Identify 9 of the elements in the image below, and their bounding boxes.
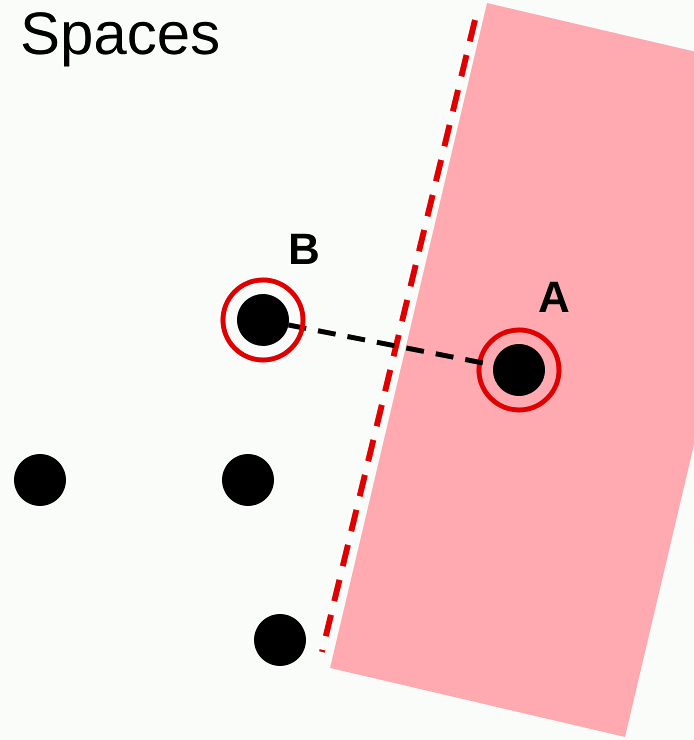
half-plane-region [330,3,694,737]
title: Spaces [20,0,220,68]
circled-point [476,328,562,412]
point [14,454,66,506]
point-label: B [288,228,320,272]
point [222,454,274,506]
point-label: A [538,276,570,320]
circled-point [220,278,306,362]
point [254,614,306,666]
